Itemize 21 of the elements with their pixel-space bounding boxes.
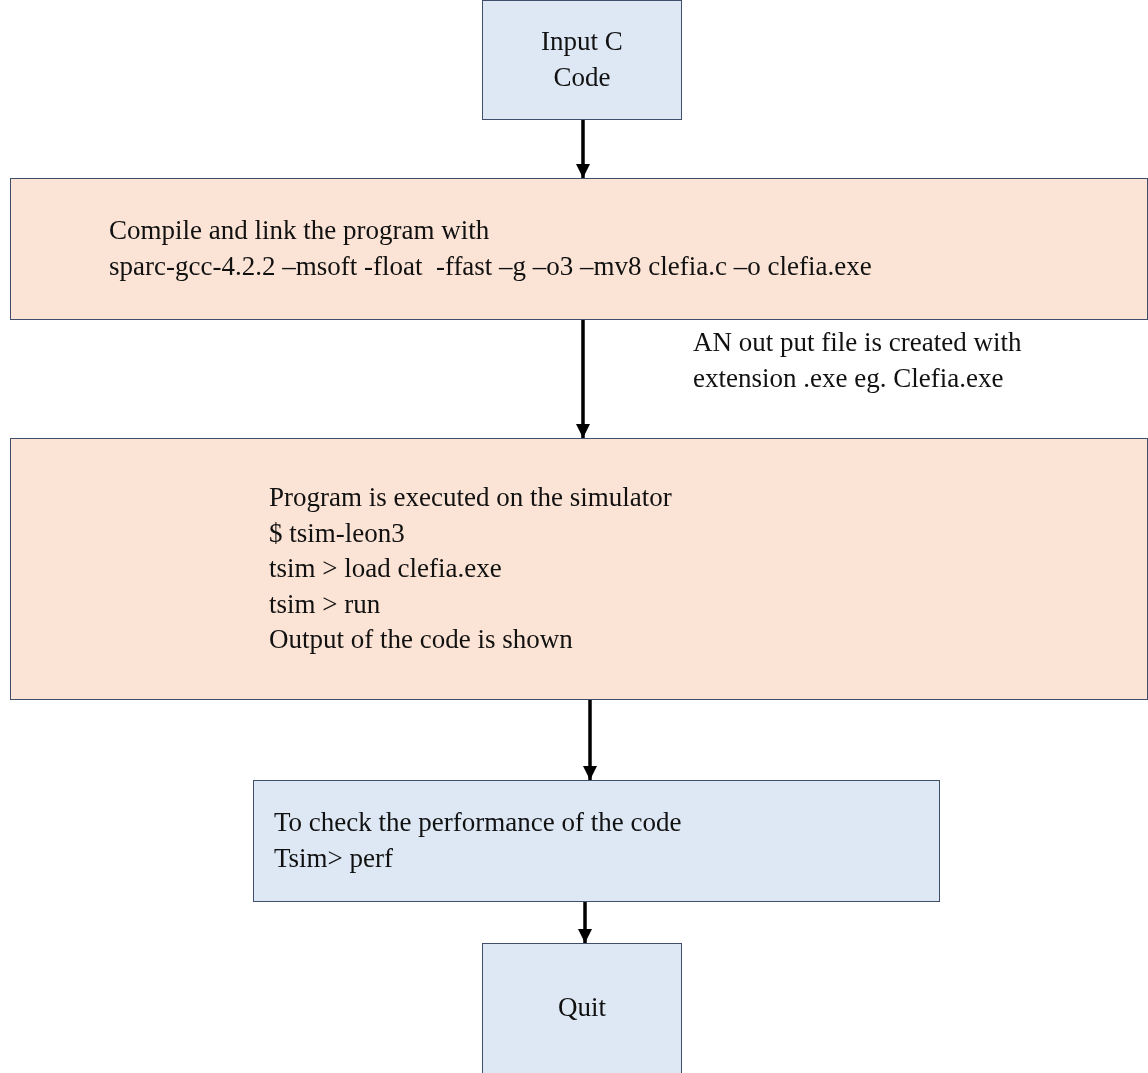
process-box bbox=[482, 943, 682, 1073]
box-text: tsim > run bbox=[269, 587, 381, 621]
box-text: tsim > load clefia.exe bbox=[269, 552, 502, 586]
process-box bbox=[10, 438, 1148, 700]
process-box bbox=[253, 780, 940, 902]
box-text: To check the performance of the code bbox=[274, 806, 682, 840]
box-text: Compile and link the program with bbox=[109, 214, 490, 248]
process-box bbox=[482, 0, 682, 120]
note-text: AN out put file is created with extension .exe eg. Clefia.exe bbox=[693, 326, 1023, 396]
arrow bbox=[576, 320, 590, 438]
arrow bbox=[578, 902, 592, 943]
box-text: Tsim> perf bbox=[274, 842, 394, 875]
box-text: Program is executed on the simulator bbox=[269, 480, 672, 514]
box-text: Quit bbox=[558, 991, 606, 1025]
arrow bbox=[583, 700, 597, 780]
box-text: Output of the code is shown bbox=[269, 623, 573, 657]
box-text: Input C Code bbox=[540, 25, 624, 94]
arrow bbox=[576, 120, 590, 178]
process-box bbox=[10, 178, 1148, 320]
box-text: sparc-gcc-4.2.2 –msoft -float -ffast –g –o3 –mv8 clefia.c –o clefia.exe bbox=[109, 250, 872, 283]
box-text: $ tsim-leon3 bbox=[269, 516, 405, 550]
